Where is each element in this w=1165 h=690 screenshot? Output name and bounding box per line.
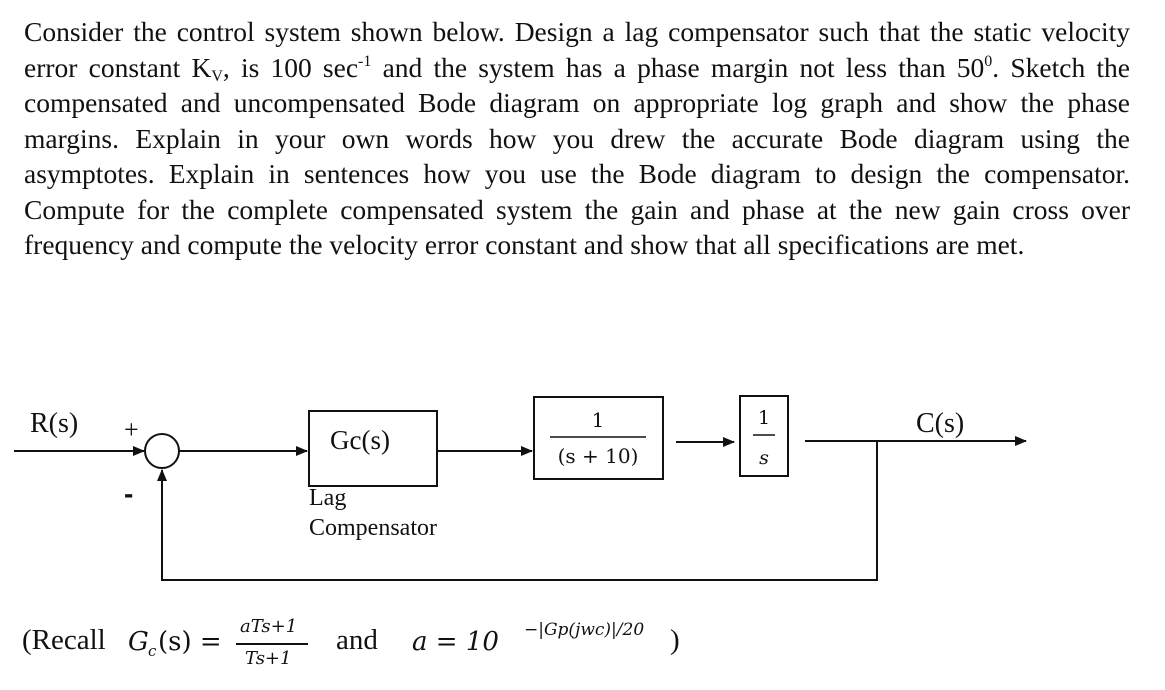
problem-intro: Consider the control system shown below.… [24, 16, 1130, 83]
problem-statement: Consider the control system shown below.… [24, 14, 1130, 263]
gc-numerator: aTs+1 [240, 616, 298, 637]
minus-sign: - [124, 478, 133, 509]
a-definition: a = 10 [412, 627, 499, 657]
integrator-block [739, 395, 789, 477]
recall-suffix: ) [670, 624, 680, 656]
plant-numerator: 1 [592, 408, 605, 432]
feedback-path [157, 441, 878, 581]
input-label: R(s) [30, 408, 78, 439]
plus-sign: + [124, 415, 139, 444]
summing-junction [144, 433, 180, 469]
compensator-block [308, 410, 438, 487]
problem-mid2: and the system has a phase margin not le… [371, 51, 985, 83]
plant-block [533, 396, 664, 480]
compensator-caption-line1: Lag [309, 485, 346, 511]
sec-exponent: -1 [358, 52, 372, 70]
plant-denominator: (s + 10) [558, 444, 639, 468]
integrator-numerator: 1 [758, 407, 770, 429]
compensator-caption-line2: Compensator [309, 515, 437, 541]
gc-symbol: G [128, 627, 149, 657]
problem-mid1: , is 100 sec [222, 51, 359, 83]
gc-subscript: c [148, 642, 157, 660]
recall-formula: (Recall G c (s) = aTs+1 Ts+1 and a = 10 … [22, 610, 722, 680]
a-exponent: −|Gp(jwc)|/20 [524, 620, 645, 640]
gc-denominator: Ts+1 [245, 648, 292, 669]
kv-subscript: V [211, 67, 223, 85]
degree-exponent: 0 [984, 52, 993, 70]
gc-argument: (s) = [158, 627, 222, 657]
integrator-denominator: s [759, 447, 769, 469]
problem-rest: . Sketch the compensated and uncompensat… [24, 51, 1130, 261]
compensator-block-label: Gc(s) [330, 425, 390, 455]
output-label: C(s) [916, 408, 964, 439]
and-text: and [336, 624, 378, 656]
recall-prefix: (Recall [22, 624, 106, 656]
gc-fraction-bar [236, 643, 308, 645]
